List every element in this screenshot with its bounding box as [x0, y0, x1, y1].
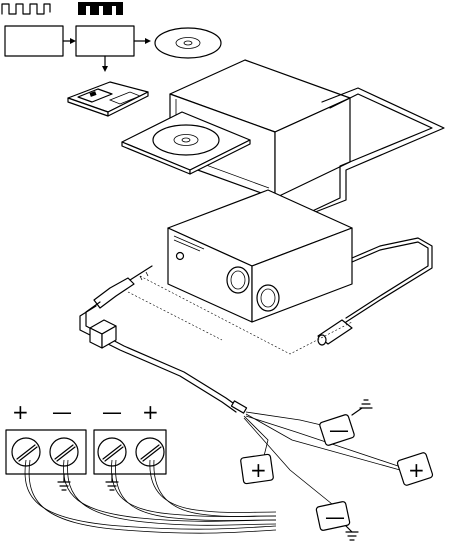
audio-cable [299, 87, 445, 219]
terminal-polarity-label: — [52, 400, 72, 424]
floppy-disk-icon [67, 81, 149, 117]
lead-splitter [230, 400, 248, 414]
terminal-wires [24, 459, 277, 534]
cd-player [121, 59, 351, 199]
arrow-right-icon [62, 38, 76, 44]
terminal-polarity-label: + [142, 400, 159, 424]
arrow-to-cd-icon [133, 38, 151, 44]
source-block [4, 25, 64, 57]
volume-knob-icon [226, 266, 250, 294]
stimulator-unit [167, 189, 353, 323]
electrode-pad-2: + [240, 453, 274, 485]
electrode-pad-1: — [319, 399, 373, 446]
tray-disc-icon [152, 124, 220, 156]
compact-disc-icon [154, 27, 222, 59]
terminal-block-right [93, 429, 167, 475]
electrode-pad-3: + [396, 452, 434, 486]
female-jack-icon [317, 319, 353, 346]
pad-label: + [408, 458, 425, 482]
terminal-polarity-label: — [102, 400, 122, 424]
electrode-leads [243, 411, 401, 505]
pad-label: + [250, 458, 267, 482]
pad-label: — [329, 418, 349, 442]
intensity-knob-icon [256, 284, 280, 312]
input-cable [345, 237, 433, 323]
arrow-down-icon [102, 55, 108, 72]
power-led-icon [175, 251, 185, 261]
male-plug-icon [93, 265, 153, 309]
pad-label: — [325, 505, 345, 529]
splitter-box-icon [89, 319, 117, 349]
terminal-polarity-label: + [12, 400, 29, 424]
digital-waveform-icon [78, 2, 123, 15]
analog-waveform-icon [1, 3, 51, 15]
terminal-block-left [5, 429, 87, 475]
recorder-block [75, 25, 135, 57]
electrode-pad-4: — [315, 501, 359, 541]
